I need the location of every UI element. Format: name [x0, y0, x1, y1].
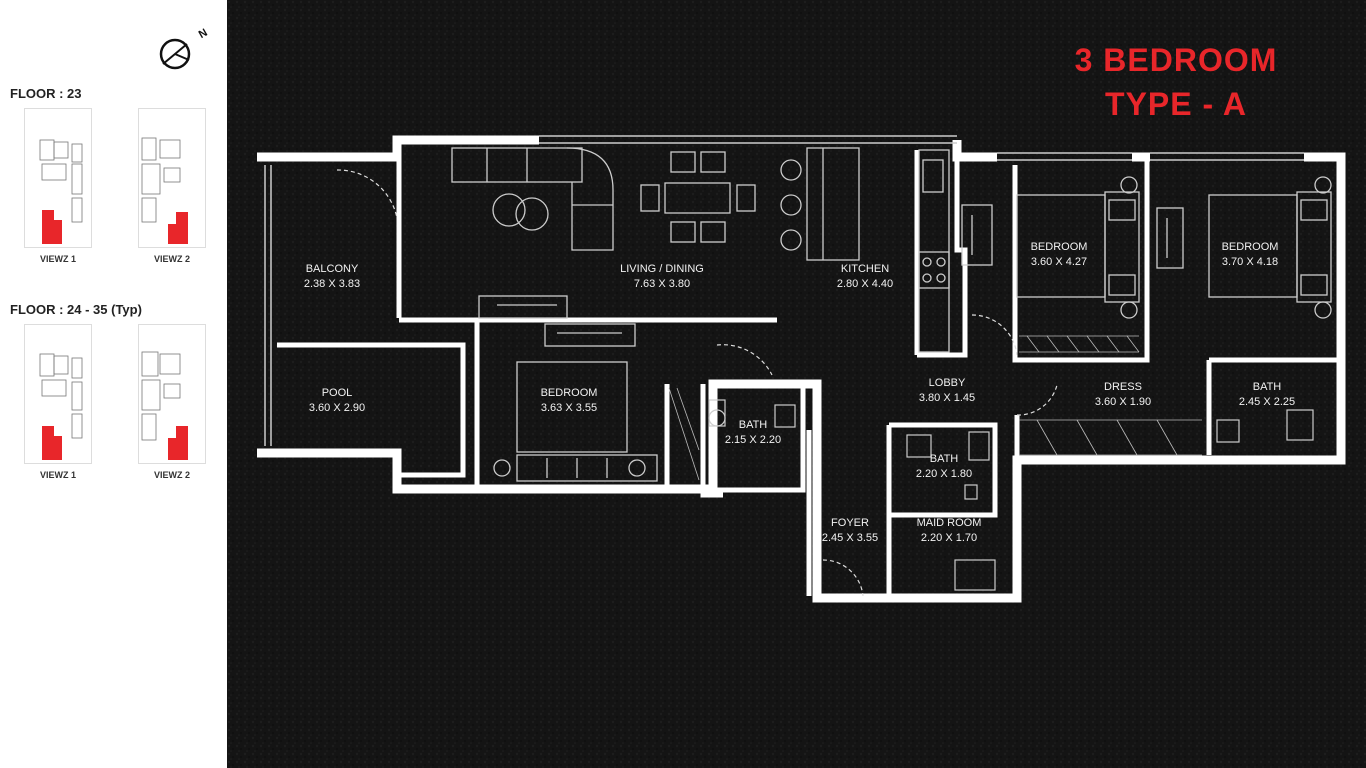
room-maid-room-name: MAID ROOM: [916, 517, 982, 529]
floor23-view2-label: VIEWZ 2: [153, 254, 190, 264]
floor23-view1-label: VIEWZ 1: [39, 254, 76, 264]
tv-unit-icon: [478, 204, 1184, 347]
room-balcony: BALCONY 2.38 X 3.83: [292, 262, 372, 292]
room-bedroom-3-size: 3.63 X 3.55: [540, 402, 598, 414]
room-bedroom-1-name: BEDROOM: [1030, 241, 1088, 253]
hatched-storage: [668, 335, 1202, 481]
room-bedroom-2-size: 3.70 X 4.18: [1221, 256, 1279, 268]
key-plan-sidebar: N FLOOR : 23 VIEWZ 1 VIEWZ 2 FLOOR : 24 …: [0, 0, 227, 768]
room-balcony-name: BALCONY: [305, 263, 359, 275]
bed-icon-3: [493, 361, 658, 482]
room-dress-name: DRESS: [1104, 381, 1142, 393]
room-lobby: LOBBY 3.80 X 1.45: [907, 376, 987, 406]
plan-title-line2: TYPE - A: [1105, 86, 1247, 122]
room-dress: DRESS 3.60 X 1.90: [1083, 380, 1163, 410]
room-dress-size: 3.60 X 1.90: [1094, 396, 1152, 408]
room-bedroom-2-name: BEDROOM: [1221, 241, 1279, 253]
interior-walls: [277, 150, 1337, 596]
room-pool-size: 3.60 X 2.90: [308, 402, 366, 414]
key-plan-floor23-view2: [138, 108, 206, 248]
dining-table-icon: [640, 151, 756, 243]
bed-icon-2: [1208, 176, 1332, 319]
floor24-view1-label: VIEWZ 1: [39, 470, 76, 480]
room-bath-1: BATH 2.15 X 2.20: [720, 418, 786, 448]
room-pool: POOL 3.60 X 2.90: [297, 386, 377, 416]
room-bath-2: BATH 2.45 X 2.25: [1232, 380, 1302, 410]
room-balcony-size: 2.38 X 3.83: [303, 278, 361, 290]
key-plan-floor24-view2: [138, 324, 206, 464]
room-foyer-size: 2.45 X 3.55: [821, 532, 879, 544]
room-kitchen-name: KITCHEN: [840, 263, 890, 275]
key-plan-floor24-view1: [24, 324, 92, 464]
room-bath-3: BATH 2.20 X 1.80: [904, 452, 984, 482]
room-maid-room: MAID ROOM 2.20 X 1.70: [899, 516, 999, 546]
room-bath-2-name: BATH: [1252, 381, 1282, 393]
room-living-dining-name: LIVING / DINING: [620, 263, 704, 275]
room-bedroom-2: BEDROOM 3.70 X 4.18: [1210, 240, 1290, 270]
north-arrow-icon: N: [159, 27, 210, 70]
kitchen-counter-icon: [780, 147, 950, 353]
room-bedroom-3: BEDROOM 3.63 X 3.55: [529, 386, 609, 416]
room-bath-3-name: BATH: [929, 453, 959, 465]
room-kitchen-size: 2.80 X 4.40: [836, 278, 894, 290]
floor24-view2-label: VIEWZ 2: [153, 470, 190, 480]
room-bedroom-1-size: 3.60 X 4.27: [1030, 256, 1088, 268]
room-foyer-name: FOYER: [831, 517, 869, 529]
sofa-icon: [451, 147, 614, 251]
room-bath-2-size: 2.45 X 2.25: [1238, 396, 1296, 408]
floor-plan-drawing: [227, 0, 1366, 768]
room-bath-1-name: BATH: [738, 419, 768, 431]
floor-plan-panel: 3 BEDROOM TYPE - A BALCONY 2.38 X 3.83 L…: [227, 0, 1366, 768]
north-letter: N: [197, 27, 210, 41]
floor-24-35-title: FLOOR : 24 - 35 (Typ): [10, 302, 142, 317]
room-bath-3-size: 2.20 X 1.80: [915, 468, 973, 480]
floor-23-title: FLOOR : 23: [10, 86, 82, 101]
window-lines: [264, 135, 1304, 446]
room-bedroom-3-name: BEDROOM: [540, 387, 598, 399]
key-plan-floor23-view1: [24, 108, 92, 248]
room-kitchen: KITCHEN 2.80 X 4.40: [825, 262, 905, 292]
bed-icon-1: [1016, 176, 1140, 319]
bath-fixtures: [708, 399, 1314, 591]
room-foyer: FOYER 2.45 X 3.55: [813, 516, 887, 546]
room-bedroom-1: BEDROOM 3.60 X 4.27: [1019, 240, 1099, 270]
room-lobby-size: 3.80 X 1.45: [918, 392, 976, 404]
room-living-dining-size: 7.63 X 3.80: [633, 278, 691, 290]
plan-title-line1: 3 BEDROOM: [1074, 42, 1278, 78]
room-bath-1-size: 2.15 X 2.20: [724, 434, 782, 446]
door-swings: [336, 169, 1058, 597]
room-pool-name: POOL: [321, 387, 353, 399]
room-living-dining: LIVING / DINING 7.63 X 3.80: [612, 262, 712, 292]
room-maid-room-size: 2.20 X 1.70: [920, 532, 978, 544]
room-lobby-name: LOBBY: [928, 377, 966, 389]
